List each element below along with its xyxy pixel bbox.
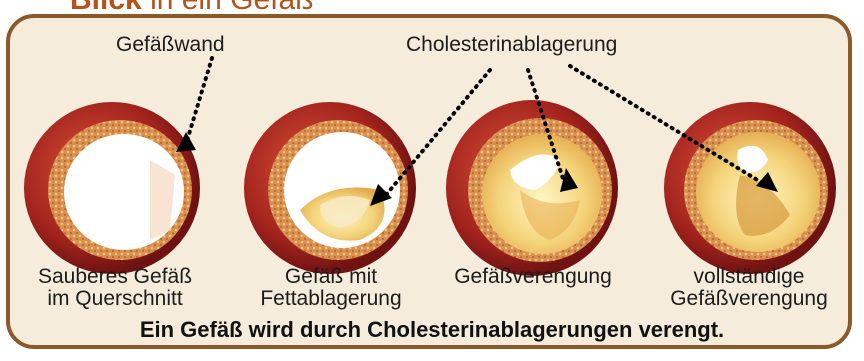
stage-label-complete: vollständige Gefäßverengung <box>654 266 844 310</box>
stage-label-clean: Sauberes Gefäß im Querschnitt <box>22 266 208 310</box>
vessel-narrowing <box>446 100 618 276</box>
stage-label-fat: Gefäß mit Fettablagerung <box>238 266 424 310</box>
stage-label-narrowing: Gefäßverengung <box>440 266 626 288</box>
stage-label-line: Gefäßverengung <box>440 266 626 288</box>
label-cholesterol-deposit: Cholesterinablagerung <box>406 34 617 56</box>
arrow-vessel-wall <box>186 58 212 144</box>
stage-label-line: Sauberes Gefäß <box>22 266 208 288</box>
stage-label-line: vollständige <box>654 266 844 288</box>
caption: Ein Gefäß wird durch Cholesterinablageru… <box>0 317 864 343</box>
vessel-complete-narrowing <box>664 102 836 274</box>
stage-label-line: Fettablagerung <box>238 288 424 310</box>
vessel-clean <box>24 102 200 274</box>
stage-label-line: Gefäß mit <box>238 266 424 288</box>
stage-label-line: im Querschnitt <box>22 288 208 310</box>
label-vessel-wall: Gefäßwand <box>116 34 225 56</box>
stage-label-line: Gefäßverengung <box>654 288 844 310</box>
